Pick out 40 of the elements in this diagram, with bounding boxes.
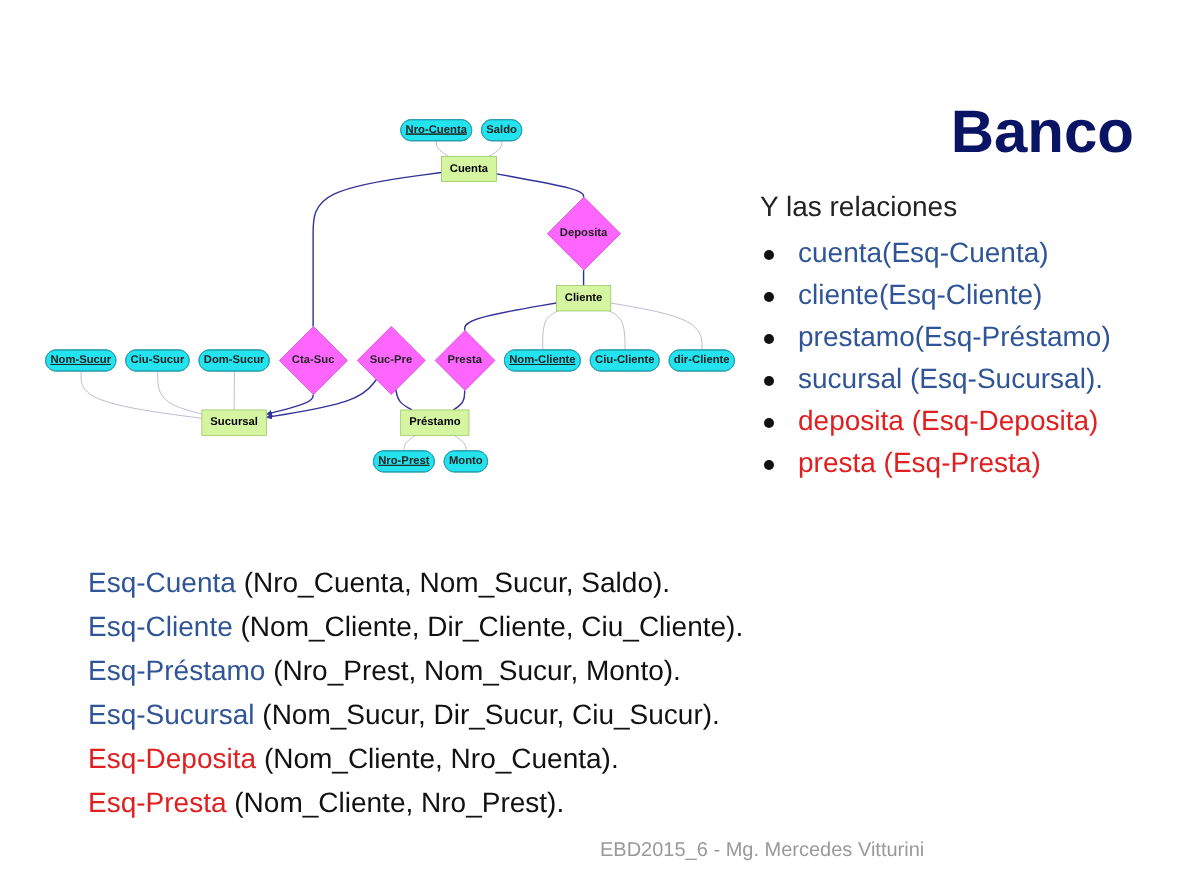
- connector: [495, 172, 585, 198]
- bullet-item: sucursal (Esq-Sucursal).: [798, 362, 1103, 394]
- connector: [312, 171, 443, 327]
- connector: [436, 139, 449, 156]
- connector: [453, 434, 467, 451]
- node-diamond: [547, 196, 621, 270]
- slide-title: Banco: [950, 100, 1134, 168]
- footer-text: EBD2015_6 - Mg. Mercedes Vitturini: [600, 840, 925, 862]
- connector: [542, 309, 559, 350]
- connector: [488, 139, 503, 156]
- connector: [157, 370, 203, 414]
- connector: [464, 301, 558, 331]
- bullet-item: deposita (Esq-Deposita): [798, 404, 1099, 436]
- connector: [452, 388, 466, 410]
- schema-line: Esq-Cliente (Nom_Cliente, Dir_Cliente, Ciu_Cliente).: [88, 610, 744, 642]
- bullet-item: presta (Esq-Presta): [798, 446, 1041, 478]
- connector: [233, 370, 235, 410]
- intro-text: Y las relaciones: [760, 190, 958, 222]
- schema-line: Esq-Préstamo (Nro_Prest, Nom_Sucur, Monto).: [88, 654, 683, 686]
- node-box: [556, 284, 612, 311]
- connector: [608, 309, 626, 350]
- schema-line: Esq-Cuenta (Nro_Cuenta, Nom_Sucur, Saldo).: [88, 566, 673, 598]
- node-box: [441, 155, 497, 182]
- connector: [610, 301, 703, 350]
- node-diamond: [279, 325, 348, 394]
- node-diamond: [434, 329, 496, 390]
- schema-line: Esq-Presta (Nom_Cliente, Nro_Prest).: [88, 786, 567, 818]
- connector: [403, 434, 416, 451]
- node-box: [201, 408, 267, 435]
- node-box: [400, 408, 470, 435]
- arrow: [266, 378, 377, 419]
- connector: [395, 388, 413, 410]
- schema-line: Esq-Sucursal (Nom_Sucur, Dir_Sucur, Ciu_Sucur).: [88, 698, 722, 730]
- schema-line: Esq-Deposita (Nom_Cliente, Nro_Cuenta).: [88, 742, 621, 774]
- connector: [80, 370, 203, 418]
- bullet-item: cuenta(Esq-Cuenta): [798, 236, 1049, 268]
- arrow: [266, 392, 314, 416]
- bullet-item: cliente(Esq-Cliente): [798, 278, 1043, 310]
- node-diamond: [356, 325, 426, 394]
- bullet-item: prestamo(Esq-Préstamo): [798, 320, 1111, 352]
